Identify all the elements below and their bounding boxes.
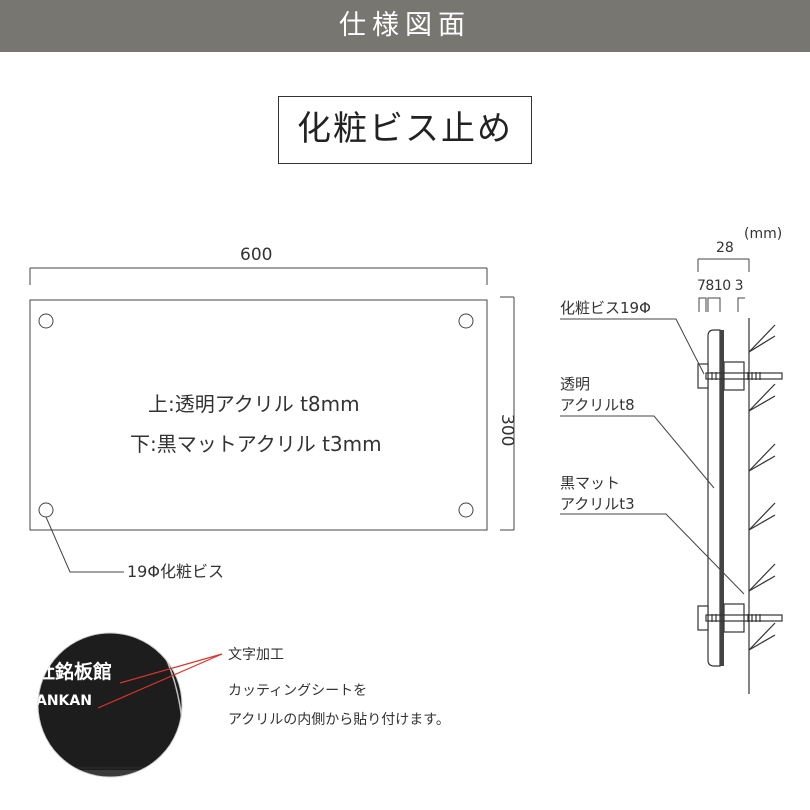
screw-shaft-bottom	[705, 614, 783, 622]
screw-hole-top-left	[38, 313, 54, 329]
detail-sample-clip: 社銘板館 ANKAN	[38, 633, 182, 777]
height-dimension-line	[500, 296, 515, 531]
standoff-bottom	[723, 603, 745, 633]
sub-depth-label: 7810 3	[697, 278, 744, 294]
material-bottom-label: 下:黒マットアクリル t3mm	[130, 432, 382, 456]
screw-cap-bottom	[697, 605, 709, 631]
title-box: 化粧ビス止め	[278, 96, 532, 164]
clear-acrylic-leader	[560, 415, 715, 489]
header-title: 仕様図面	[339, 10, 471, 41]
unit-label: (mm)	[744, 226, 783, 242]
sample-text-line-2: ANKAN	[38, 693, 92, 709]
total-depth-label: 28	[716, 240, 734, 256]
black-acrylic-label-1: 黒マット	[560, 474, 621, 492]
material-top-label: 上:透明アクリル t8mm	[148, 392, 360, 416]
text-process-title: 文字加工	[228, 647, 284, 663]
front-view	[29, 267, 515, 573]
sample-text-line-1: 社銘板館	[38, 661, 113, 683]
text-process-note-1: カッティングシートを	[228, 683, 368, 699]
clear-acrylic-label-1: 透明	[560, 375, 591, 393]
screw-hole-top-right	[458, 313, 474, 329]
side-view	[560, 258, 783, 694]
text-process-note-2: アクリルの内側から貼り付けます。	[228, 712, 450, 728]
black-acrylic-leader	[560, 513, 745, 595]
height-dimension-label: 300	[497, 414, 517, 447]
text-process-leaders	[97, 653, 223, 709]
title-text: 化粧ビス止め	[297, 109, 513, 149]
screw-callout-leader	[45, 516, 124, 573]
screw-label-leader	[560, 318, 705, 375]
wall-hatching	[748, 318, 776, 694]
width-dimension-label: 600	[240, 245, 273, 265]
screw-hole-bottom-right	[458, 502, 474, 518]
standoff-top	[723, 361, 745, 391]
width-dimension-line	[29, 267, 488, 285]
black-acrylic-label-2: アクリルt3	[560, 495, 635, 513]
sub-depth-ticks	[698, 297, 745, 312]
screw-shaft-top	[705, 372, 783, 380]
screw-cap-top	[697, 363, 709, 389]
header-bar: 仕様図面	[0, 0, 810, 52]
black-acrylic-panel	[720, 330, 724, 666]
screw-callout-label: 19Φ化粧ビス	[127, 562, 224, 581]
clear-acrylic-label-2: アクリルt8	[560, 396, 635, 414]
detail-view	[37, 632, 223, 778]
detail-circle-outline	[37, 632, 183, 778]
screw-label: 化粧ビス19Φ	[560, 299, 651, 317]
total-depth-dimension	[697, 258, 750, 272]
sign-plate-outline	[29, 299, 488, 531]
